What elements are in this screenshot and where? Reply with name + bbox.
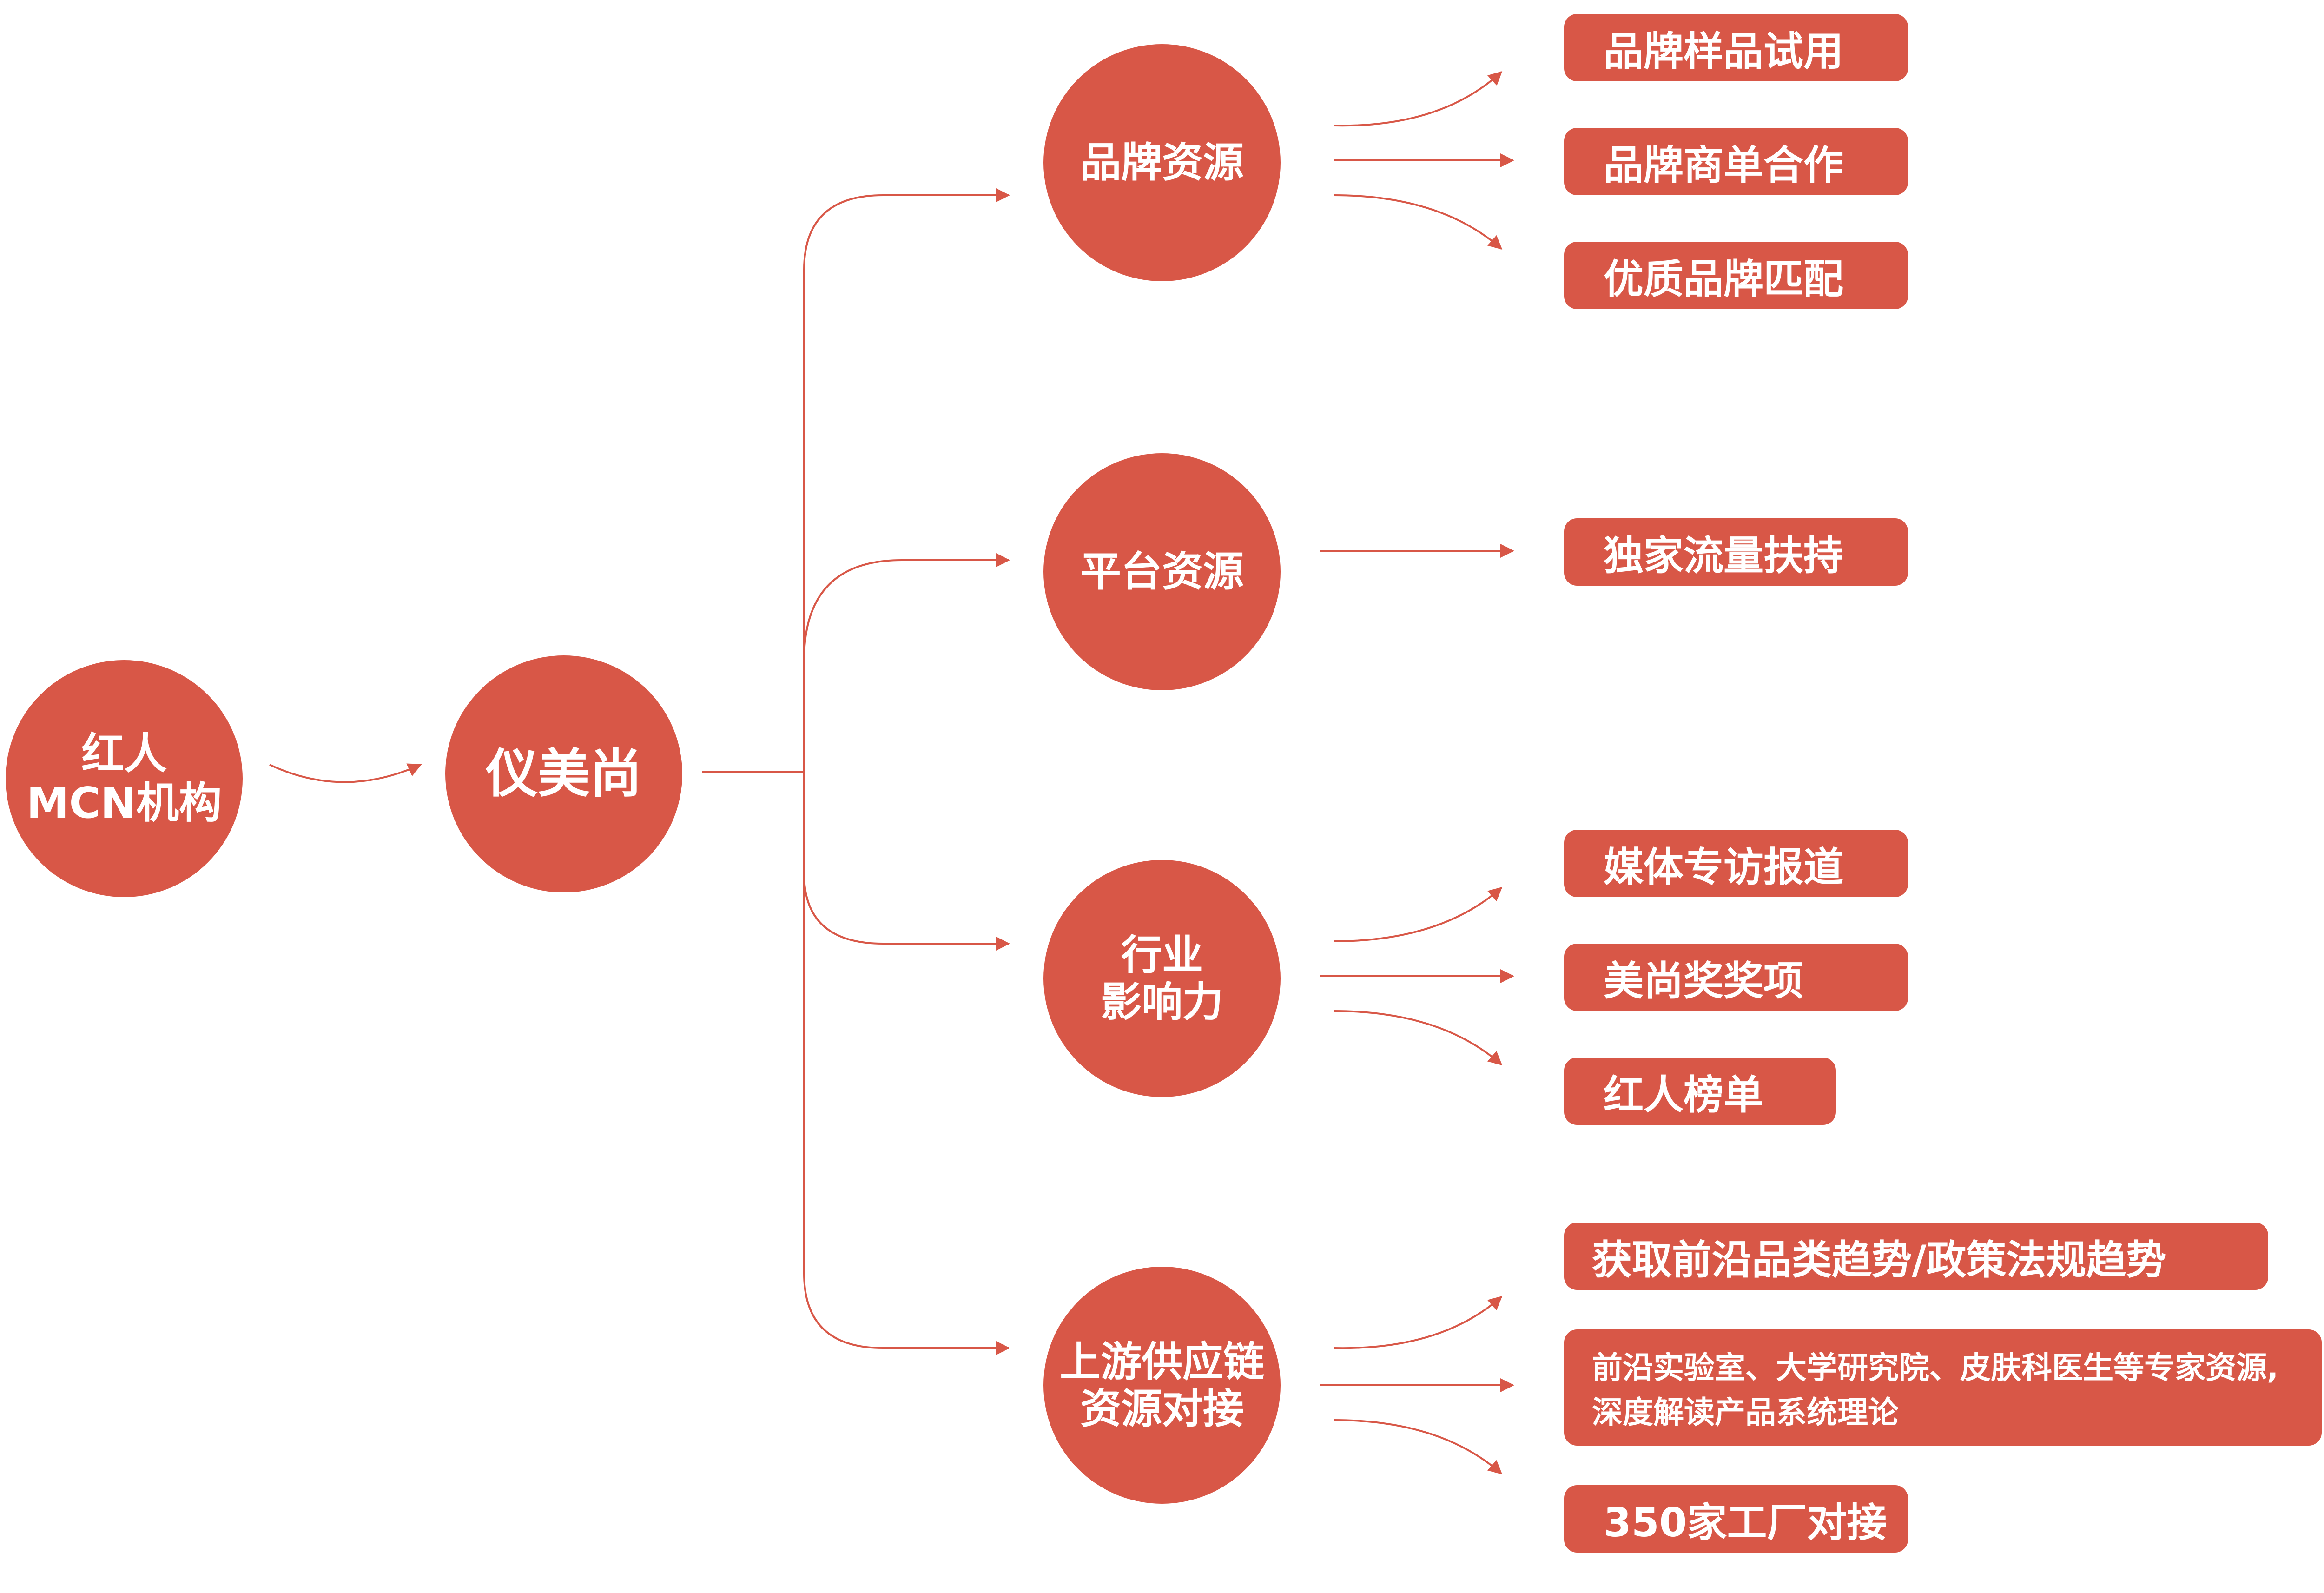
tag-label: 品牌商单合作 — [1604, 142, 1843, 189]
tag-industry-awards: 美尚奖奖项 — [1564, 944, 1908, 1011]
tag-label: 美尚奖奖项 — [1604, 958, 1803, 1005]
node-supply-chain: 上游供应链 资源对接 — [1043, 1267, 1281, 1504]
node-industry-line2: 影响力 — [1100, 978, 1223, 1026]
tag-label: 350家工厂对接 — [1604, 1500, 1887, 1546]
tag-supply-experts-line1: 前沿实验室、大学研究院、皮肤科医生等专家资源, — [1592, 1350, 2279, 1386]
tag-label: 媒体专访报道 — [1604, 844, 1843, 891]
arrow-mcn-to-center — [269, 763, 422, 783]
node-center: 仪美尚 — [445, 655, 682, 892]
node-supply-line1: 上游供应链 — [1059, 1337, 1264, 1386]
tag-label: 红人榜单 — [1604, 1072, 1763, 1118]
tag-supply-factories: 350家工厂对接 — [1564, 1485, 1908, 1553]
tag-label: 获取前沿品类趋势/政策法规趋势 — [1592, 1237, 2166, 1283]
tag-label: 品牌样品试用 — [1604, 28, 1843, 75]
tag-supply-experts: 前沿实验室、大学研究院、皮肤科医生等专家资源, 深度解读产品系统理论 — [1564, 1329, 2322, 1446]
node-platform-label: 平台资源 — [1080, 548, 1244, 596]
node-mcn-line1: 红人 — [81, 729, 167, 779]
tag-brand-sample-trial: 品牌样品试用 — [1564, 14, 1908, 81]
branch-platform — [803, 553, 1010, 661]
arrow-brand-3 — [1334, 194, 1503, 250]
branch-industry — [803, 772, 1010, 951]
tag-label: 优质品牌匹配 — [1604, 256, 1843, 303]
node-center-label: 仪美尚 — [486, 743, 642, 804]
node-supply-line2: 资源对接 — [1080, 1385, 1244, 1433]
tag-industry-influencer-rank: 红人榜单 — [1564, 1058, 1836, 1125]
tag-platform-traffic-support: 独家流量扶持 — [1564, 518, 1908, 586]
tag-supply-experts-line2: 深度解读产品系统理论 — [1592, 1395, 1899, 1430]
tag-brand-quality-match: 优质品牌匹配 — [1564, 242, 1908, 309]
node-brand-label: 品牌资源 — [1080, 139, 1244, 187]
branch-brand — [803, 188, 1010, 772]
tag-brand-order-cooperation: 品牌商单合作 — [1564, 128, 1908, 195]
node-mcn: 红人 MCN机构 — [6, 660, 243, 897]
arrow-supply-1 — [1334, 1296, 1503, 1349]
tag-supply-trends: 获取前沿品类趋势/政策法规趋势 — [1564, 1223, 2268, 1290]
arrow-supply-3 — [1334, 1419, 1503, 1474]
tag-label: 独家流量扶持 — [1604, 533, 1843, 579]
tag-industry-media-interview: 媒体专访报道 — [1564, 830, 1908, 897]
branch-supply — [803, 874, 1010, 1355]
arrow-industry-1 — [1334, 887, 1503, 942]
arrow-brand-1 — [1334, 71, 1503, 127]
node-industry-line1: 行业 — [1121, 931, 1203, 979]
node-industry-influence: 行业 影响力 — [1043, 860, 1281, 1097]
node-platform-resources: 平台资源 — [1043, 453, 1281, 690]
node-mcn-line2: MCN机构 — [26, 778, 222, 828]
arrow-industry-3 — [1334, 1010, 1503, 1065]
node-brand-resources: 品牌资源 — [1043, 44, 1281, 281]
